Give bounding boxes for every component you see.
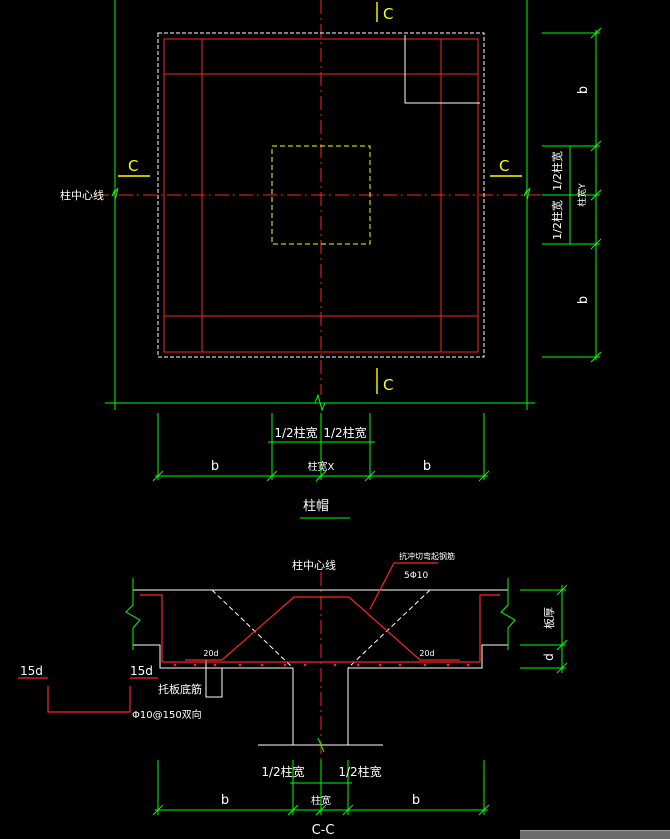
section-break-lines bbox=[125, 578, 516, 650]
plan-dim-right-b-top: b bbox=[576, 86, 591, 94]
rebar-dots bbox=[173, 663, 470, 667]
section-rebar bbox=[18, 562, 500, 713]
section-dim-half-right: 1/2柱宽 bbox=[338, 764, 381, 779]
rebar-dot bbox=[193, 663, 197, 667]
bottom-bar-leader bbox=[205, 660, 223, 698]
anchor-left-label: 20d bbox=[203, 649, 218, 658]
break-mark bbox=[523, 187, 531, 201]
plan-dim-right-half-bottom: 1/2柱宽 bbox=[550, 200, 564, 240]
section-centerline-label: 柱中心线 bbox=[292, 558, 336, 572]
rebar-dot bbox=[378, 663, 382, 667]
rebar-dot bbox=[398, 663, 402, 667]
rebar-dot bbox=[446, 663, 450, 667]
section-dim-bottom bbox=[152, 760, 490, 816]
section-mark-left: C bbox=[128, 157, 138, 175]
plan-dim-bottom-b-left: b bbox=[211, 459, 219, 474]
bent-bar-spec: 5Φ10 bbox=[404, 571, 429, 581]
plan-dim-bottom-b-right: b bbox=[423, 459, 431, 474]
plan-dim-bottom bbox=[152, 413, 490, 482]
section-dim-d: d bbox=[542, 653, 556, 661]
plan-dim-right bbox=[542, 27, 602, 363]
rebar-dot bbox=[466, 663, 470, 667]
rebar-perimeter bbox=[163, 38, 479, 353]
plan-dim-bottom-column-x: 柱宽X bbox=[308, 460, 335, 473]
section-dim-half-left: 1/2柱宽 bbox=[261, 764, 304, 779]
plan-dim-right-column-y: 柱宽Y bbox=[576, 183, 588, 207]
outer-hook bbox=[47, 686, 131, 713]
rebar-dot bbox=[238, 663, 242, 667]
bent-bar-leader bbox=[369, 562, 395, 610]
punch-cone-left bbox=[211, 589, 294, 669]
section-mark-top: C bbox=[383, 5, 393, 23]
drop-panel-right bbox=[348, 644, 508, 669]
anchor-right-label: 20d bbox=[419, 649, 434, 658]
bent-bar bbox=[221, 596, 460, 661]
window-edge bbox=[520, 830, 670, 839]
column-outline bbox=[271, 145, 371, 245]
bottom-bar-label: 托板底筋 bbox=[158, 682, 202, 696]
section-dim-slab-thickness: 板厚 bbox=[542, 607, 556, 629]
bent-bar-label: 抗冲切弯起钢筋 bbox=[399, 551, 455, 561]
bottom-bar-spec: Φ10@150双向 bbox=[132, 708, 202, 721]
plan-centerlines bbox=[95, 0, 545, 395]
plan-title: 柱帽 bbox=[303, 498, 329, 514]
plan-view: C C C C 柱中心线 b 1/2柱宽 柱宽Y 1/2柱宽 b bbox=[60, 0, 602, 519]
section-dim-b-left: b bbox=[221, 793, 229, 808]
break-mark bbox=[111, 187, 119, 201]
plan-centerline-label: 柱中心线 bbox=[60, 188, 104, 202]
plan-dim-right-half-top: 1/2柱宽 bbox=[550, 151, 564, 191]
hook-outer-label: 15d bbox=[20, 664, 43, 678]
drop-panel-outline bbox=[157, 32, 485, 358]
plan-rebar bbox=[163, 38, 479, 353]
rebar-dot bbox=[173, 663, 177, 667]
section-mark-right: C bbox=[499, 157, 509, 175]
plan-grid-lines bbox=[105, 0, 535, 412]
plan-dim-bottom-half-right: 1/2柱宽 bbox=[323, 425, 366, 440]
section-dim-b-right: b bbox=[412, 793, 420, 808]
plan-dim-bottom-half-left: 1/2柱宽 bbox=[274, 425, 317, 440]
rebar-dot bbox=[283, 663, 287, 667]
rebar-dot bbox=[260, 663, 264, 667]
section-title: C-C bbox=[312, 823, 335, 838]
rebar-dot bbox=[333, 663, 337, 667]
leader-line bbox=[404, 35, 480, 104]
top-bar bbox=[140, 594, 500, 663]
section-mark-bottom: C bbox=[383, 376, 393, 394]
rebar-dot bbox=[423, 663, 427, 667]
section-concrete-outline bbox=[133, 589, 508, 746]
rebar-dot bbox=[303, 663, 307, 667]
rebar-dot bbox=[356, 663, 360, 667]
break-mark bbox=[317, 737, 325, 753]
section-view: 柱中心线 抗冲切弯起钢筋 5Φ10 20d 20d 15d 15d 托板底筋 Φ… bbox=[18, 551, 568, 838]
section-dim-right bbox=[520, 584, 568, 674]
break-mark bbox=[314, 393, 326, 412]
hook-inner-label: 15d bbox=[130, 664, 153, 678]
punch-cone-right bbox=[347, 589, 431, 669]
plan-dim-right-b-bottom: b bbox=[576, 296, 591, 304]
rebar-dot bbox=[213, 663, 217, 667]
section-dim-column: 柱宽 bbox=[311, 794, 331, 807]
plan-section-marks bbox=[118, 2, 522, 394]
drop-panel-left bbox=[133, 644, 293, 669]
